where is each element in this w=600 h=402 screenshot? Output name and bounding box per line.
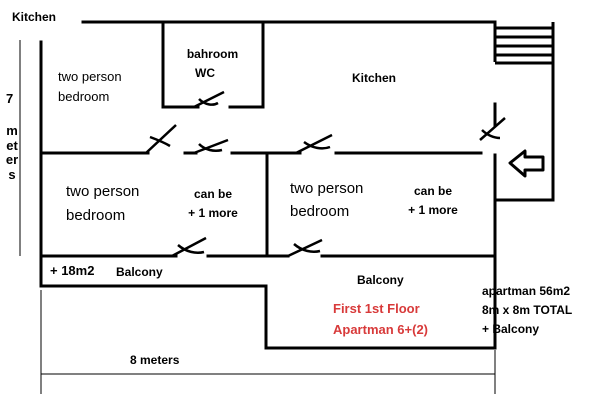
can-be-left-line2: + 1 more [188, 206, 238, 220]
door-swing-mid-left-bedroom [193, 138, 229, 155]
bedroom-mid-left-label-line2: bedroom [66, 207, 126, 224]
door-swing-entrance [479, 117, 506, 141]
bottom-dimension-label: 8 meters [130, 353, 180, 367]
bedroom-mid-right-label-line2: bedroom [290, 203, 350, 220]
total-area-line2: 8m x 8m TOTAL [482, 303, 573, 317]
total-area-line3: + Balcony [482, 322, 540, 336]
balcony-large-label: Balcony [357, 273, 404, 287]
bathroom-label-line1: bahroom [186, 47, 239, 61]
door-swing-balcony-left [171, 236, 207, 258]
vertical-dimension-number: 7 [6, 91, 14, 106]
stairs-icon [493, 22, 555, 200]
door-swing-mid-right-bedroom [295, 133, 333, 155]
floor-title-line2: Apartman 6+(2) [333, 322, 428, 337]
bedroom-mid-right-label-line1: two person [290, 180, 364, 197]
walls [39, 20, 555, 350]
balcony-area-label: + 18m2 [50, 263, 95, 278]
bedroom-top-left-label-line2: bedroom [58, 89, 110, 104]
door-swing-bathroom [193, 90, 225, 109]
bedroom-mid-left-label-line1: two person [66, 183, 140, 200]
arrow-left-icon [508, 149, 545, 178]
doors [145, 90, 506, 258]
bathroom-label-line2: WC [195, 66, 215, 80]
floor-title-line1: First 1st Floor [333, 301, 420, 316]
can-be-right-line2: + 1 more [408, 203, 458, 217]
kitchen-main-label: Kitchen [352, 71, 397, 85]
can-be-right-line1: can be [413, 184, 452, 198]
balcony-small-label: Balcony [116, 265, 163, 279]
total-area-line1: apartman 56m2 [482, 284, 571, 298]
vertical-dimension-word: meters [5, 123, 19, 182]
dimension-lines [19, 40, 496, 394]
door-swing-balcony-right [287, 238, 323, 258]
door-swing-top-left-bedroom [145, 124, 177, 154]
can-be-left-line1: can be [193, 187, 232, 201]
top-left-kitchen-label: Kitchen [12, 10, 57, 24]
bedroom-top-left-label-line1: two person [58, 69, 122, 84]
